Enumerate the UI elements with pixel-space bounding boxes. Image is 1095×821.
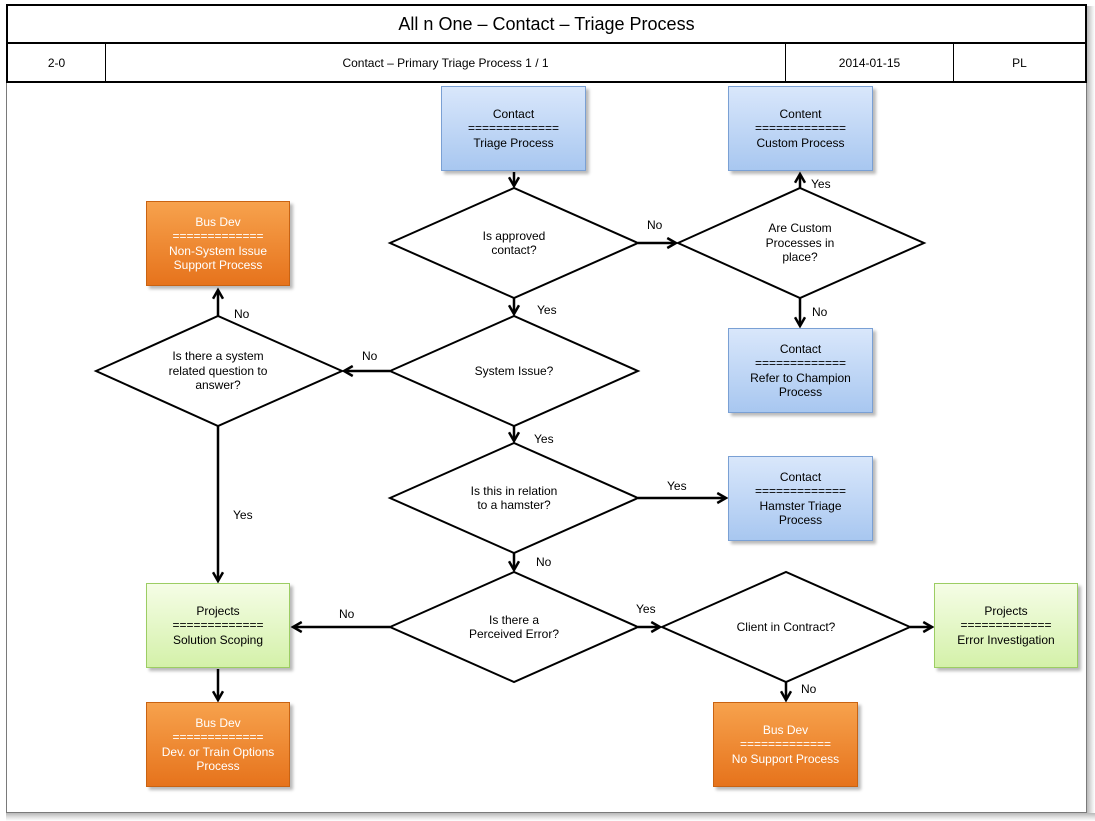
node-body: Support Process xyxy=(173,258,263,272)
node-title: Projects xyxy=(984,603,1028,618)
decision-text: Is this in relation xyxy=(470,483,558,498)
decision-text: contact? xyxy=(491,243,537,257)
node-separator: ============= xyxy=(754,356,847,370)
node-body: Triage Process xyxy=(473,135,554,150)
decision-text: Are Custom xyxy=(768,221,832,236)
node-separator: ============= xyxy=(739,737,832,752)
node-body: No Support Process xyxy=(731,751,840,766)
node-separator: ============= xyxy=(172,618,264,633)
decision-text: to a hamster? xyxy=(477,498,551,512)
page-shadow-right xyxy=(1087,6,1095,821)
edge-label-contract-no: No xyxy=(801,682,817,696)
decision-system-issue: System Issue? xyxy=(440,356,588,386)
decision-text: place? xyxy=(782,250,818,265)
node-contact-hamster: Contact ============= Hamster Triage Pro… xyxy=(728,456,873,541)
author-cell: PL xyxy=(954,44,1085,81)
node-separator: ============= xyxy=(172,730,264,744)
decision-text: Processes in xyxy=(765,235,835,250)
page-shadow-bottom xyxy=(6,813,1095,821)
node-busdev-nosupport: Bus Dev ============= No Support Process xyxy=(713,702,858,787)
decision-system-issue-shape xyxy=(387,314,641,428)
node-title: Contact xyxy=(779,341,822,356)
edge-label-question-no: No xyxy=(234,307,250,321)
node-body: Custom Process xyxy=(756,135,845,150)
node-contact-triage: Contact ============= Triage Process xyxy=(441,86,586,171)
doc-number: 2-0 xyxy=(47,55,66,70)
edge-label-hamster-no: No xyxy=(536,555,552,569)
node-body: Process xyxy=(778,513,823,527)
node-body: Process xyxy=(196,759,240,773)
node-title: Bus Dev xyxy=(195,715,241,730)
decision-perceived-error: Is there a Perceived Error? xyxy=(440,602,588,652)
subtitle-cell: Contact – Primary Triage Process 1 / 1 xyxy=(106,44,786,81)
node-body: Non-System Issue xyxy=(168,243,268,258)
doc-subtitle: Contact – Primary Triage Process 1 / 1 xyxy=(342,55,549,70)
node-content-custom: Content ============= Custom Process xyxy=(728,86,873,171)
node-separator: ============= xyxy=(754,484,847,498)
decision-hamster: Is this in relation to a hamster? xyxy=(440,473,588,523)
node-projects-scoping: Projects ============= Solution Scoping xyxy=(146,583,290,668)
decision-text: Is there a xyxy=(488,612,540,627)
decision-system-question: Is there a system related question to an… xyxy=(144,342,292,400)
node-title: Contact xyxy=(492,106,535,121)
node-body: Refer to Champion xyxy=(750,370,851,385)
edge-label-system-no: No xyxy=(362,349,378,363)
decision-text: Perceived Error? xyxy=(468,627,560,641)
node-separator: ============= xyxy=(467,121,560,136)
decision-text: System Issue? xyxy=(474,363,554,378)
decision-approved: Is approved contact? xyxy=(440,218,588,268)
decision-text: related question to xyxy=(168,363,268,378)
edge-label-hamster-yes: Yes xyxy=(667,479,687,493)
node-title: Bus Dev xyxy=(195,214,241,229)
node-body: Error Investigation xyxy=(957,632,1055,647)
node-body: Process xyxy=(778,385,823,399)
node-contact-champion: Contact ============= Refer to Champion … xyxy=(728,328,873,413)
decision-custom: Are Custom Processes in place? xyxy=(726,214,874,272)
edge-label-approved-no: No xyxy=(647,218,663,232)
node-title: Projects xyxy=(196,603,240,618)
edge-label-error-no: No xyxy=(339,607,355,621)
node-separator: ============= xyxy=(172,229,264,243)
decision-text: answer? xyxy=(195,378,241,393)
edge-label-custom-no: No xyxy=(812,305,828,319)
node-busdev-nonsystem: Bus Dev ============= Non-System Issue S… xyxy=(146,201,290,286)
page-title: All n One – Contact – Triage Process xyxy=(398,13,695,34)
decision-text: Is approved xyxy=(482,228,546,243)
decision-text: Client in Contract? xyxy=(736,619,836,634)
date-cell: 2014-01-15 xyxy=(786,44,954,81)
edge-label-system-yes: Yes xyxy=(534,432,554,446)
node-separator: ============= xyxy=(960,618,1052,633)
doc-author: PL xyxy=(1012,55,1027,70)
edge-label-custom-yes: Yes xyxy=(811,177,831,191)
node-body: Hamster Triage xyxy=(759,498,842,513)
node-title: Contact xyxy=(779,469,822,484)
decision-client-contract: Client in Contract? xyxy=(706,612,866,642)
node-body: Solution Scoping xyxy=(172,632,264,647)
edge-label-question-yes: Yes xyxy=(233,508,253,522)
node-title: Bus Dev xyxy=(762,722,809,737)
node-separator: ============= xyxy=(754,121,847,136)
node-body: Dev. or Train Options xyxy=(161,744,275,759)
edge-label-error-yes: Yes xyxy=(636,602,656,616)
node-projects-error: Projects ============= Error Investigati… xyxy=(934,583,1078,668)
info-bar: 2-0 Contact – Primary Triage Process 1 /… xyxy=(6,42,1087,83)
edge-label-approved-yes: Yes xyxy=(537,303,557,317)
node-title: Content xyxy=(779,106,822,121)
node-busdev-devtrain: Bus Dev ============= Dev. or Train Opti… xyxy=(146,702,290,787)
decision-custom-shape xyxy=(675,186,927,300)
decision-text: Is there a system xyxy=(172,349,264,364)
doc-number-cell: 2-0 xyxy=(8,44,106,81)
doc-date: 2014-01-15 xyxy=(838,55,901,70)
